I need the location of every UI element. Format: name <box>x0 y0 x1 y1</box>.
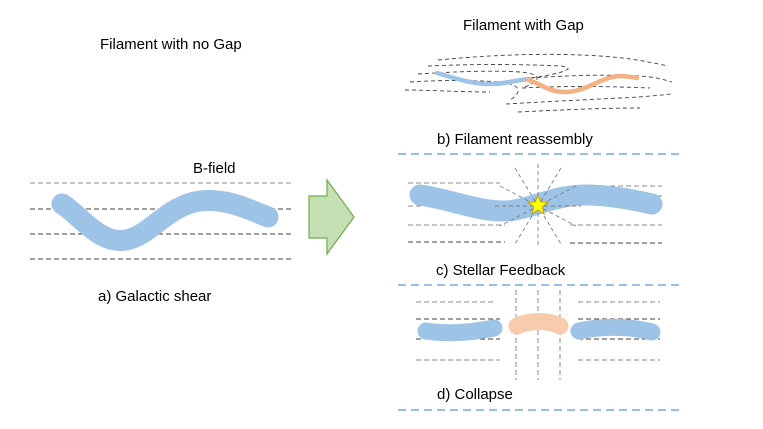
panel-stellar-feedback <box>408 164 663 248</box>
label-galactic-shear: a) Galactic shear <box>98 288 212 305</box>
label-stellar-feedback: c) Stellar Feedback <box>436 262 566 279</box>
filament-blue <box>570 318 661 341</box>
filament-orange <box>508 313 569 335</box>
label-collapse: d) Collapse <box>437 386 513 403</box>
panel-filament-reassembly <box>404 53 673 113</box>
field-line <box>517 107 641 113</box>
field-line <box>529 74 673 83</box>
field-line <box>404 89 491 93</box>
star-icon <box>526 193 550 216</box>
title-filament-no-gap: Filament with no Gap <box>100 36 242 53</box>
transition-arrow <box>308 178 355 256</box>
field-line <box>521 86 651 89</box>
filament-blue <box>51 190 279 251</box>
field-line <box>409 80 519 101</box>
filament-blue <box>434 70 533 87</box>
filament-orange <box>525 73 640 95</box>
panel-galactic-shear <box>30 182 294 260</box>
field-line <box>437 53 669 67</box>
label-filament-reassembly: b) Filament reassembly <box>437 131 593 148</box>
panel-collapse <box>416 290 661 380</box>
title-filament-with-gap: Filament with Gap <box>463 17 584 34</box>
filament-blue <box>417 319 503 342</box>
field-line <box>427 64 569 79</box>
field-line <box>505 93 673 105</box>
b-field-label: B-field <box>193 160 236 177</box>
